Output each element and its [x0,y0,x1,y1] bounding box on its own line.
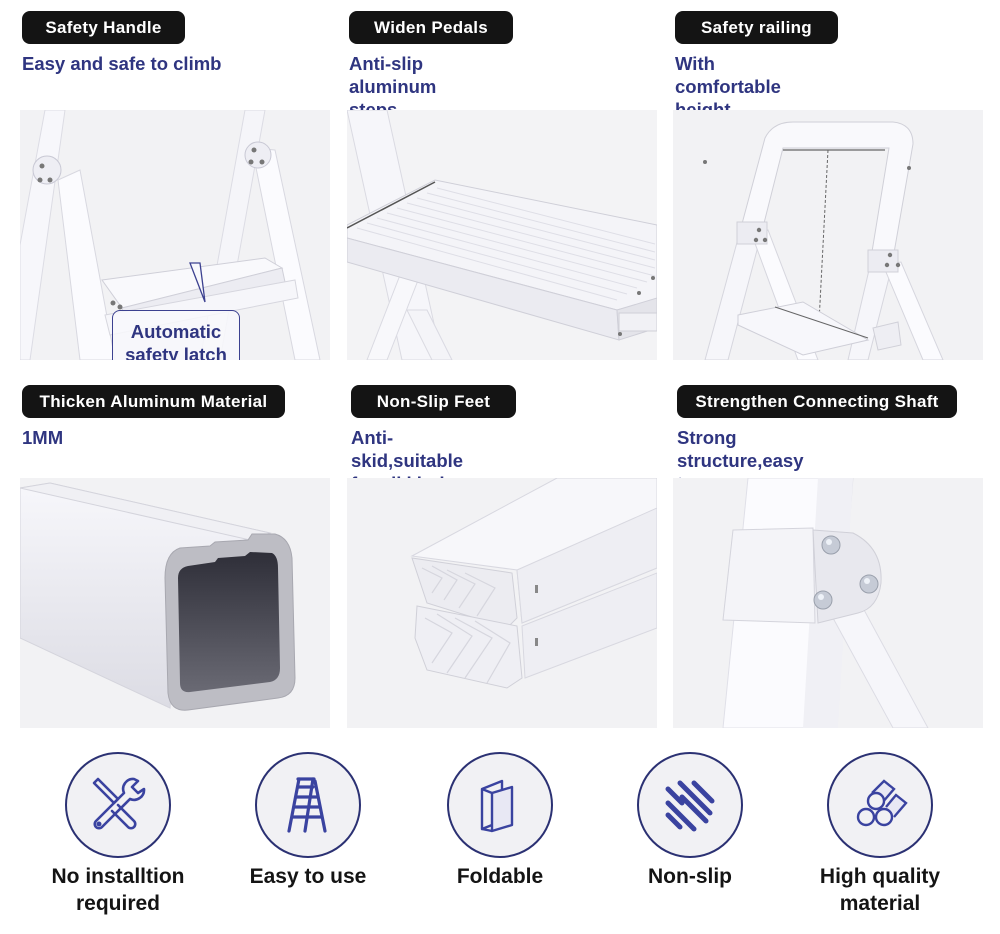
photo-aluminum-tube-cross-section [20,478,330,728]
badge-label: No installtion required [51,865,185,915]
feature-title-pill: Safety Handle [22,11,185,44]
photo-riveted-connecting-joint [673,478,983,728]
badge-easy-to-use: Easy to use [213,752,403,890]
feature-title-pill: Strengthen Connecting Shaft [677,385,957,418]
badge-no-installation: No installtion required [23,752,213,917]
callout-line-2: safety latch [125,344,227,360]
safety-latch-callout: Automatic safety latch [112,310,240,360]
diagonal-stripes-icon [665,780,715,832]
photo-ladder-top-safety-railing [673,110,983,360]
badge-high-quality-material: High quality material [785,752,975,917]
folded-paper-icon [480,779,514,833]
badge-circle [447,752,553,858]
feature-description: With comfortable height [675,53,781,120]
badge-non-slip: Non-slip [595,752,785,890]
badge-label: Easy to use [249,865,367,888]
photo-non-slip-rubber-feet [347,478,657,728]
stacked-pipes-icon [856,779,908,827]
badge-label: Foldable [456,865,544,888]
feature-title-pill: Thicken Aluminum Material [22,385,285,418]
callout-line-1: Automatic [130,321,222,342]
badge-foldable: Foldable [405,752,595,890]
feature-description: 1MM [22,427,64,448]
photo-ladder-step-with-safety-latch: Automatic safety latch [20,110,330,360]
ladder-icon [287,777,327,833]
badge-circle [827,752,933,858]
badge-circle [637,752,743,858]
photo-wide-ribbed-aluminum-pedal [347,110,657,360]
feature-title-pill: Widen Pedals [349,11,513,44]
tools-icon [92,777,146,830]
feature-title-pill: Non-Slip Feet [351,385,516,418]
badge-circle [255,752,361,858]
badge-circle [65,752,171,858]
feature-title-pill: Safety railing [675,11,838,44]
badge-label: High quality material [819,865,941,915]
badge-label: Non-slip [648,865,732,888]
feature-description: Easy and safe to climb [22,53,222,74]
